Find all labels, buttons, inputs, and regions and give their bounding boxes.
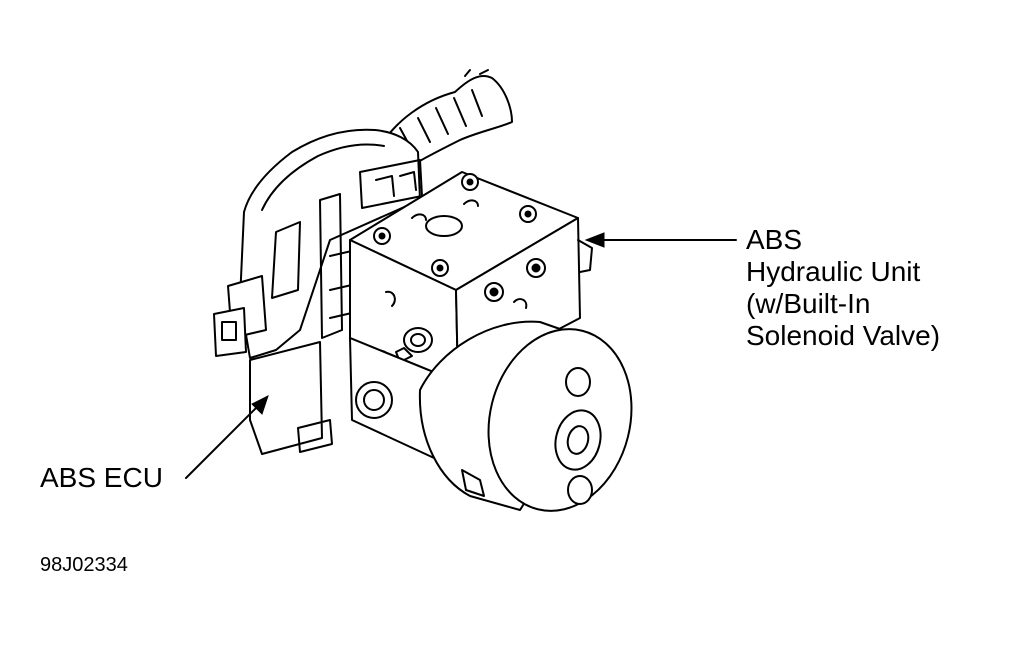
hydraulic-unit-label-line-1: ABS xyxy=(746,224,803,255)
hydraulic-unit-label: ABS Hydraulic Unit (w/Built-In Solenoid … xyxy=(746,224,940,352)
hydraulic-unit-label-line-4: Solenoid Valve) xyxy=(746,320,941,351)
hydraulic-unit-leader xyxy=(584,232,737,248)
hydraulic-unit-label-line-2: Hydraulic Unit xyxy=(746,256,921,287)
ecu-label: ABS ECU xyxy=(40,462,163,493)
ecu-housing xyxy=(213,128,423,455)
ecu-leader xyxy=(185,395,269,479)
hydraulic-unit-label-line-3: (w/Built-In xyxy=(746,288,871,319)
hydraulic-block xyxy=(349,171,593,471)
figure-code: 98J02334 xyxy=(40,554,128,576)
pump-motor xyxy=(418,320,633,512)
